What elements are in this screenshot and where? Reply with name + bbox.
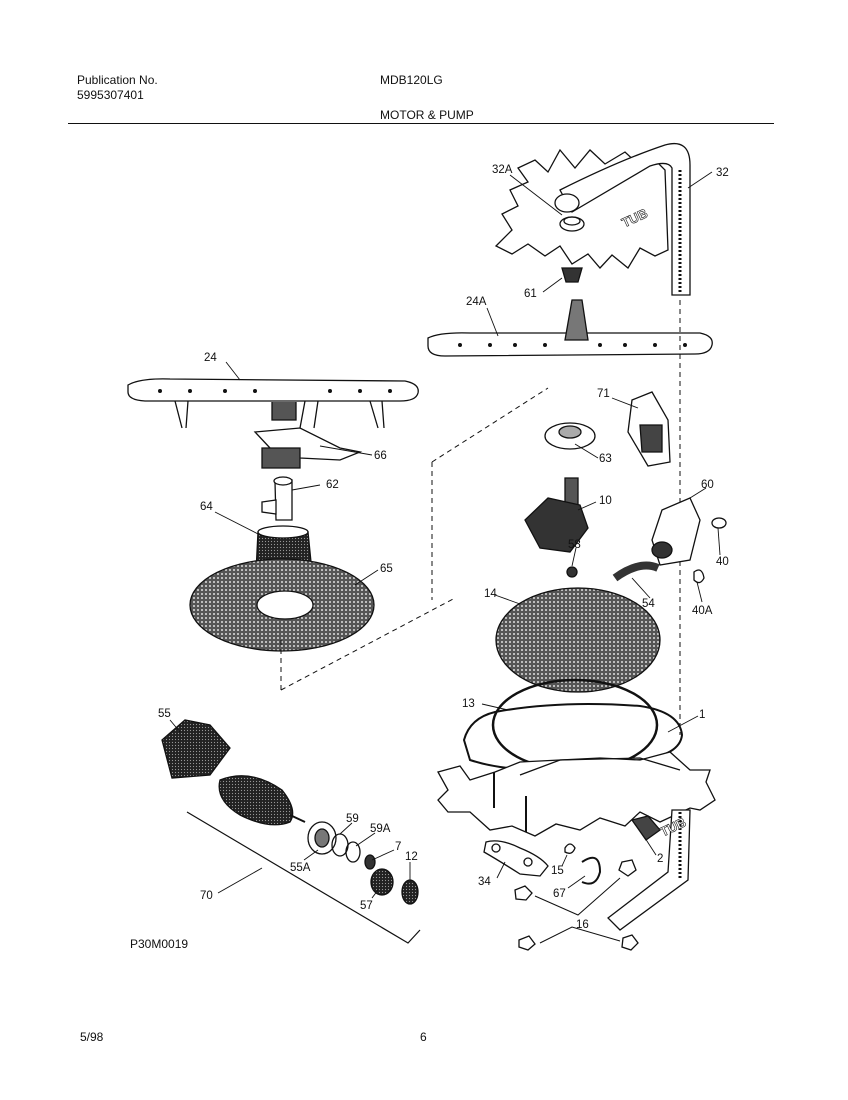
part-label: 61 [524, 288, 537, 300]
upper-tub-section [494, 148, 669, 269]
gasket-ring [491, 678, 659, 772]
publication-number: 5995307401 [77, 88, 144, 102]
nut [561, 267, 583, 283]
part-label: 64 [200, 501, 213, 513]
part-label: 24 [204, 352, 217, 364]
section-title: MOTOR & PUMP [380, 108, 474, 122]
part-label: 71 [597, 388, 610, 400]
part-label: 32A [492, 164, 513, 176]
part-label: 14 [484, 588, 497, 600]
publication-label: Publication No. [77, 73, 158, 87]
motor [218, 775, 294, 826]
motor-bracket [161, 719, 231, 779]
part-label: 59 [346, 813, 359, 825]
tube-seal [559, 216, 585, 232]
part-label: 15 [551, 865, 564, 877]
part-label: 55 [158, 708, 171, 720]
header-rule [68, 123, 774, 124]
part-label: 65 [380, 563, 393, 575]
part-label: 1 [699, 709, 705, 721]
model-number: MDB120LG [380, 73, 443, 87]
page-number: 6 [420, 1030, 427, 1044]
part-label: 7 [395, 841, 401, 853]
part-label: 2 [657, 853, 663, 865]
part-label: 67 [553, 888, 566, 900]
part-label: 62 [326, 479, 339, 491]
upper-spray-arm [427, 332, 713, 357]
feed-tube [559, 142, 691, 296]
part-label: 32 [716, 167, 729, 179]
part-label: 54 [642, 598, 655, 610]
part-label: 63 [599, 453, 612, 465]
part-label: 70 [200, 890, 213, 902]
part-label: 60 [701, 479, 714, 491]
part-label: 59A [370, 823, 391, 835]
part-label: 40A [692, 605, 713, 617]
part-label: 66 [374, 450, 387, 462]
part-label: 40 [716, 556, 729, 568]
part-label: 24A [466, 296, 487, 308]
part-label: 13 [462, 698, 475, 710]
part-label: 12 [405, 851, 418, 863]
part-label: 57 [360, 900, 373, 912]
pump-housing [524, 497, 589, 553]
part-label: 55A [290, 862, 311, 874]
part-label: 58 [568, 539, 581, 551]
lower-feed-tube [607, 809, 691, 931]
part-label: 10 [599, 495, 612, 507]
filter-disc [495, 587, 661, 693]
diagram-code: P30M0019 [130, 937, 189, 951]
part-label: 16 [576, 919, 589, 931]
tub-label-upper-outline: TUB [619, 206, 650, 231]
lower-spray-arm [127, 378, 419, 402]
footer-date: 5/98 [80, 1030, 104, 1044]
lower-tub-section [437, 751, 716, 837]
part-label: 34 [478, 876, 491, 888]
